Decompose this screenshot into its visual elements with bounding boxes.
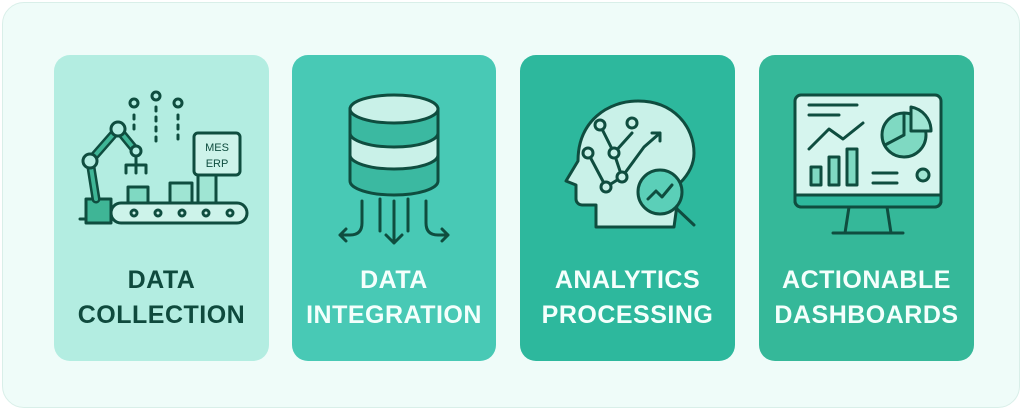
infographic-frame: MES ERP DATA COLLECTION DATA INTEGRATION — [2, 2, 1020, 408]
card-title: DATA COLLECTION — [54, 263, 269, 333]
card-title-line1: DATA — [360, 266, 428, 294]
card-title-line1: ANALYTICS — [554, 266, 701, 294]
card-title: ANALYTICS PROCESSING — [520, 263, 735, 333]
card-title-line2: INTEGRATION — [306, 301, 482, 329]
card-title-line2: DASHBOARDS — [774, 301, 959, 329]
head-analytics-icon — [564, 99, 695, 229]
card-title: DATA INTEGRATION — [292, 263, 496, 333]
card-data-collection: MES ERP DATA COLLECTION — [54, 55, 269, 361]
card-title: ACTIONABLE DASHBOARDS — [759, 263, 974, 333]
card-analytics-processing: ANALYTICS PROCESSING — [520, 55, 735, 361]
card-title-line1: ACTIONABLE — [782, 266, 951, 294]
erp-label: ERP — [205, 158, 228, 170]
card-title-line2: COLLECTION — [77, 301, 246, 329]
mes-label: MES — [205, 142, 229, 154]
robot-arm-conveyor-icon: MES ERP — [78, 90, 248, 225]
card-actionable-dashboards: ACTIONABLE DASHBOARDS — [759, 55, 974, 361]
card-title-line1: DATA — [127, 266, 196, 294]
card-title-line2: PROCESSING — [541, 301, 714, 329]
database-icon — [338, 93, 450, 245]
card-data-integration: DATA INTEGRATION — [292, 55, 496, 361]
monitor-dashboard-icon — [793, 93, 942, 235]
